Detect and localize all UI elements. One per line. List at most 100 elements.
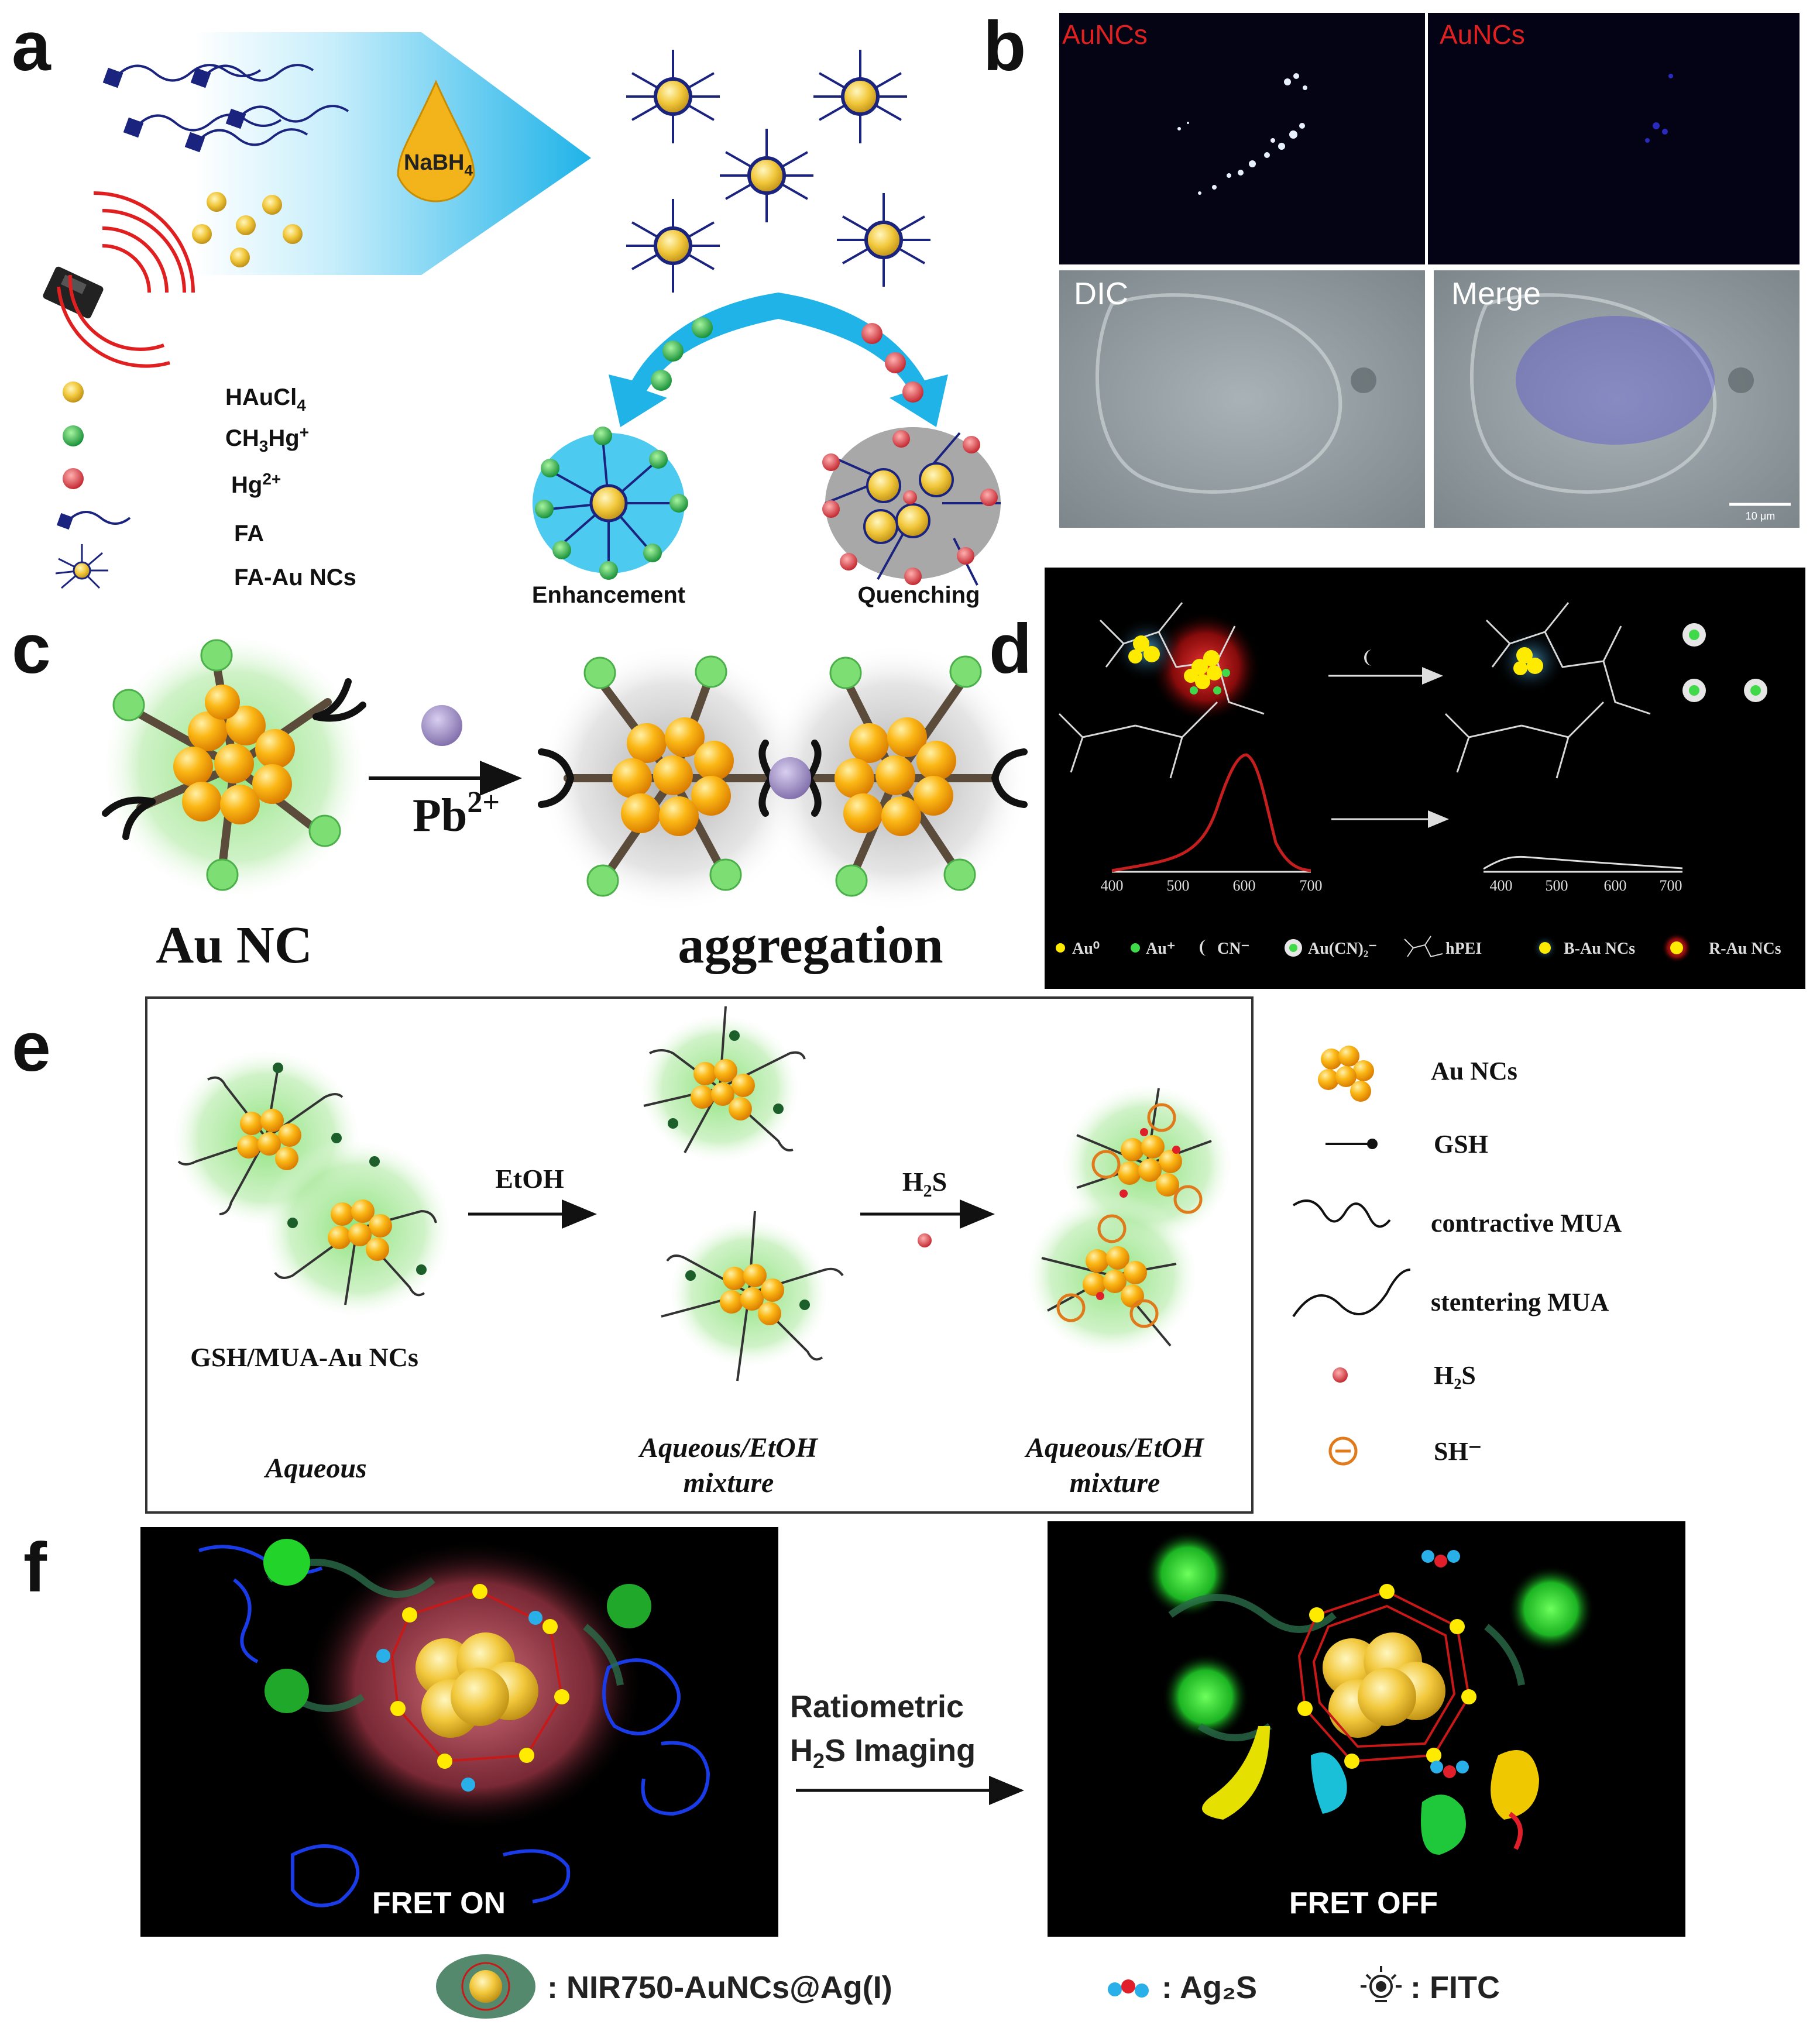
panel-a-legend: HAuCl4 CH3Hg+ Hg2+ FA FA-Au NCs (55, 381, 356, 590)
h2s-imaging-label: H (790, 1733, 813, 1768)
tick-b-600: 600 (1604, 877, 1627, 894)
au-core-right (1323, 1632, 1445, 1738)
panel-a: a NaBH4 (12, 7, 1001, 608)
svg-text:H2S: H2S (902, 1167, 947, 1201)
hg2-particles (861, 323, 923, 403)
legend-hg2: Hg (231, 472, 262, 498)
hpei-polymer-right (1444, 602, 1651, 779)
etoh-label: EtOH (495, 1164, 564, 1194)
tile-1-speckles (1177, 73, 1307, 195)
quenching-label: Quenching (858, 582, 980, 608)
au-ncs-legend-icon (1318, 1046, 1374, 1102)
panel-letter-e: e (12, 1008, 51, 1086)
spectrum-after (1483, 855, 1683, 873)
panel-c: c (12, 610, 1030, 974)
svg-text:Hg2+: Hg2+ (231, 470, 281, 498)
ag2s-legend-icon (1108, 1979, 1149, 1998)
spectrum-before (1111, 753, 1311, 873)
tick-b-700: 700 (1660, 877, 1682, 894)
separated-clusters (638, 1006, 844, 1381)
fret-on-caption: FRET ON (372, 1886, 506, 1920)
panel-letter-b: b (983, 7, 1026, 85)
fret-off-caption: FRET OFF (1289, 1886, 1438, 1920)
legend-fitc: : FITC (1410, 1970, 1500, 2005)
legend-gsh: GSH (1434, 1130, 1488, 1159)
tile-2-label: AuNCs (1440, 19, 1525, 50)
contractive-mua-icon (1292, 1199, 1391, 1228)
sh-legend-icon (1328, 1436, 1358, 1466)
panel-b: b AuNCs AuNCs DIC Merge 10 μm (983, 7, 1800, 528)
legend-haucl4: HAuCl (225, 384, 297, 410)
nabh4-label: NaBH (404, 150, 464, 175)
caption-mixture-1-line1: Aqueous/EtOH (638, 1432, 819, 1463)
fa-legend-icon (56, 513, 74, 530)
cn-crescent-icon (1364, 649, 1372, 666)
enhancement-cluster (533, 427, 688, 580)
au-core-left (415, 1632, 538, 1738)
reaction-funnel (193, 32, 591, 275)
svg-text:CH3Hg+: CH3Hg+ (225, 423, 309, 455)
ratiometric-label: Ratiometric (790, 1689, 964, 1724)
panel-letter-a: a (12, 7, 51, 85)
legend-ag2s: : Ag₂S (1162, 1970, 1257, 2005)
ch3hg-legend-icon (63, 425, 84, 446)
gsh-mua-label: GSH/MUA-Au NCs (190, 1342, 418, 1372)
legend-fa: FA (234, 521, 264, 546)
h2s-arrow-label: H (902, 1167, 923, 1197)
panel-letter-d: d (989, 610, 1032, 688)
sh-bound-clusters (1024, 1082, 1235, 1357)
scale-bar-label: 10 μm (1746, 510, 1775, 522)
svg-text:NaBH4: NaBH4 (404, 150, 473, 179)
pb-ion-icon (421, 705, 462, 746)
fitc-glow-4 (1507, 1565, 1595, 1653)
tick-a-500: 500 (1167, 877, 1190, 894)
svg-text:HAuCl4: HAuCl4 (225, 384, 306, 414)
aqueous-clusters (170, 1047, 454, 1319)
tick-a-400: 400 (1101, 877, 1124, 894)
caption-mixture-1-line2: mixture (684, 1467, 774, 1498)
svg-text:H2S Imaging: H2S Imaging (790, 1733, 976, 1773)
hg2-legend-icon (63, 468, 84, 489)
legend-nir750: : NIR750-AuNCs@Ag(I) (547, 1970, 892, 2005)
legend-contractive-mua: contractive MUA (1431, 1209, 1622, 1238)
quenching-cluster (822, 427, 1001, 586)
legend-au0: Au⁰ (1072, 940, 1100, 958)
fa-au-nc-group (626, 50, 930, 293)
panel-d: d (989, 568, 1805, 989)
tick-b-400: 400 (1490, 877, 1513, 894)
au-nc-label: Au NC (156, 916, 313, 974)
panel-letter-c: c (12, 610, 51, 688)
legend-h2s: H₂S (1434, 1361, 1476, 1390)
fitc-glow-1 (263, 1539, 310, 1586)
ag2s-molecules-right (1421, 1550, 1469, 1778)
haucl4-particles (192, 192, 303, 267)
legend-au-plus: Au⁺ (1146, 940, 1176, 958)
au-nc-aggregate (538, 644, 1030, 913)
merge-tile (1434, 270, 1800, 528)
fitc-lamp-2 (607, 1584, 651, 1628)
panel-f: f FRET ON Ratiometric H2S Imaging (23, 1521, 1685, 2019)
dic-tile (1059, 270, 1425, 528)
pb-label: Pb (413, 790, 467, 841)
tick-a-600: 600 (1233, 877, 1256, 894)
nabh4-droplet (397, 80, 475, 202)
aucn2-complexes (1682, 623, 1767, 702)
au-nc-core (173, 685, 295, 824)
svg-text:Pb2+: Pb2+ (413, 786, 500, 841)
gsh-legend-icon (1367, 1139, 1378, 1149)
tile-2-speckles (1645, 74, 1673, 143)
caption-aqueous: Aqueous (263, 1453, 366, 1484)
legend-stentering-mua: stentering MUA (1431, 1288, 1609, 1316)
legend-fa-au-ncs: FA-Au NCs (234, 565, 356, 590)
enhancement-arrow (609, 293, 778, 427)
panel-e: e GSH/MUA-Au NCs EtOH (12, 996, 1622, 1514)
tick-b-500: 500 (1546, 877, 1568, 894)
legend-au-ncs: Au NCs (1431, 1057, 1517, 1085)
legend-cn: CN⁻ (1217, 940, 1249, 958)
au0-cluster-left (1128, 635, 1222, 689)
quenching-arrow (778, 293, 948, 427)
aunc-tile-2 (1428, 13, 1800, 264)
microwave-icon (43, 191, 195, 368)
legend-aucn2: Au(CN)₂⁻ (1308, 940, 1377, 958)
